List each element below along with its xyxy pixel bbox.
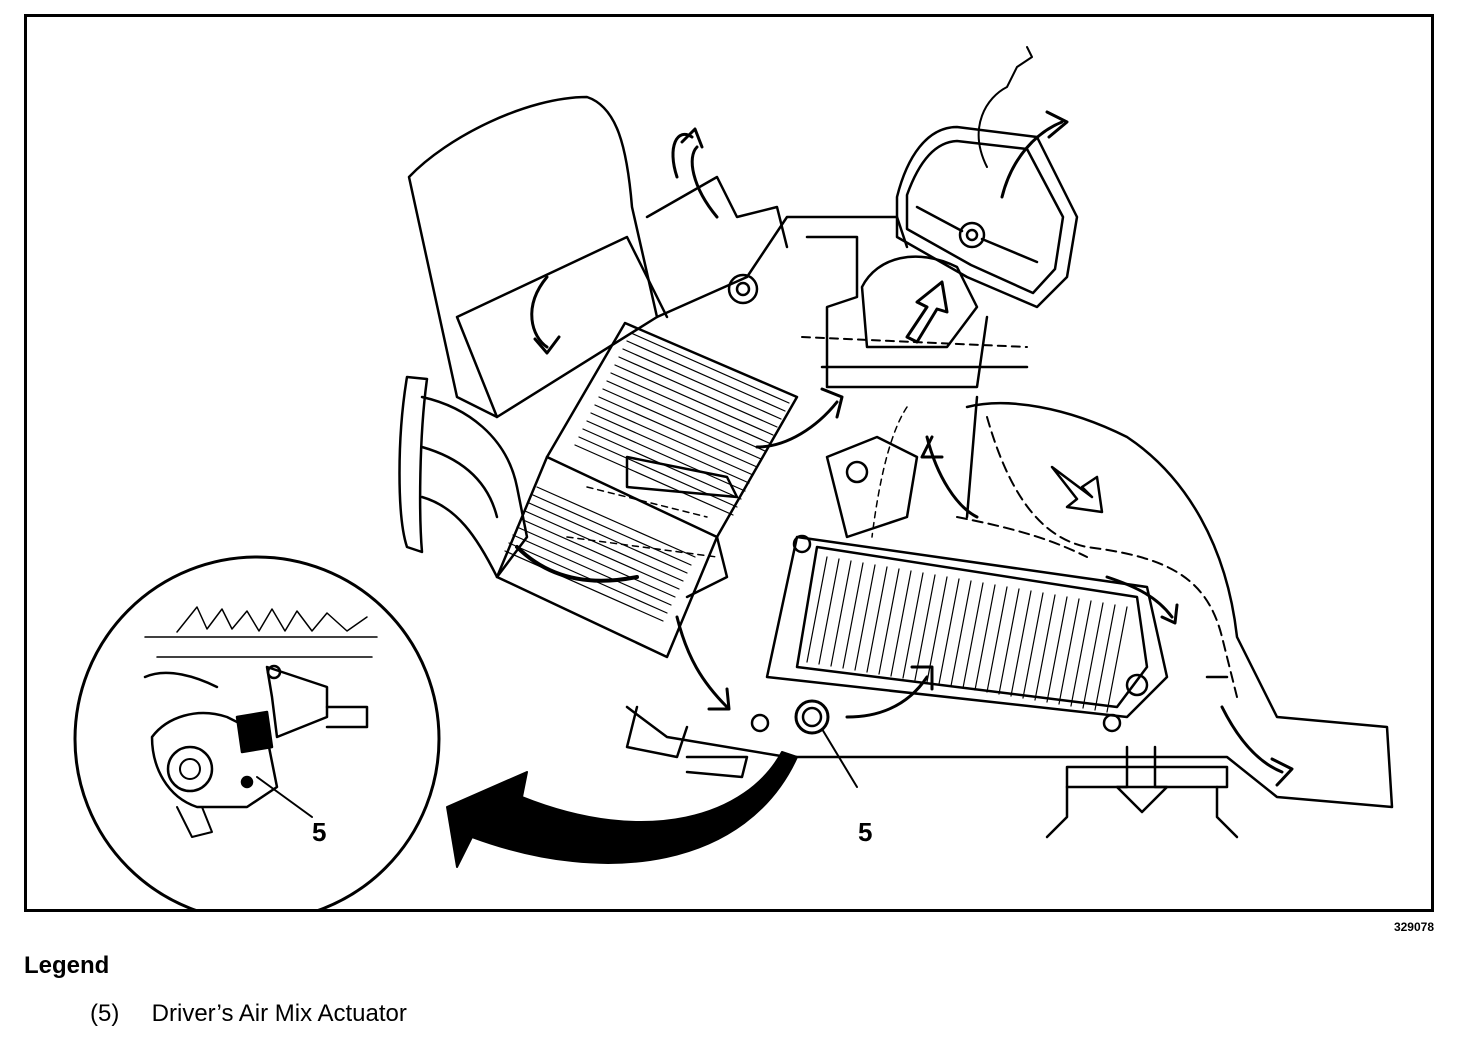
legend-item: (5) Driver’s Air Mix Actuator	[90, 1000, 407, 1028]
airflow-arrow-lower-left	[675, 615, 729, 709]
callout-5-main: 5	[858, 817, 873, 847]
legend-title: Legend	[24, 952, 110, 979]
detail-pointer-arrow	[446, 751, 798, 868]
bottom-housing	[625, 705, 1239, 839]
center-upper-chamber	[801, 235, 1029, 389]
air-mix-actuator	[794, 699, 858, 788]
legend-item-label: Driver’s Air Mix Actuator	[151, 1000, 407, 1027]
figure-number: 329078	[1393, 920, 1434, 934]
right-floor-duct	[956, 402, 1394, 809]
top-left-outlet	[645, 127, 789, 249]
legend-item-number: (5)	[90, 1000, 120, 1027]
inset-detail	[73, 555, 441, 909]
upper-flap-housing	[407, 95, 669, 419]
pivot-left	[727, 273, 759, 305]
evaporator-core	[495, 321, 799, 659]
recirc-inlet	[398, 375, 529, 579]
callout-5-inset: 5	[312, 817, 327, 847]
airflow-arrow-mid	[755, 400, 839, 449]
housing-top-edge	[655, 215, 909, 319]
illustration-frame: 5 5	[24, 14, 1434, 912]
center-divider	[825, 395, 979, 539]
airflow-arrow-heater	[845, 675, 929, 719]
heater-core	[750, 534, 1169, 733]
defrost-outlet	[895, 46, 1079, 309]
hvac-module-illustration	[73, 46, 1394, 909]
